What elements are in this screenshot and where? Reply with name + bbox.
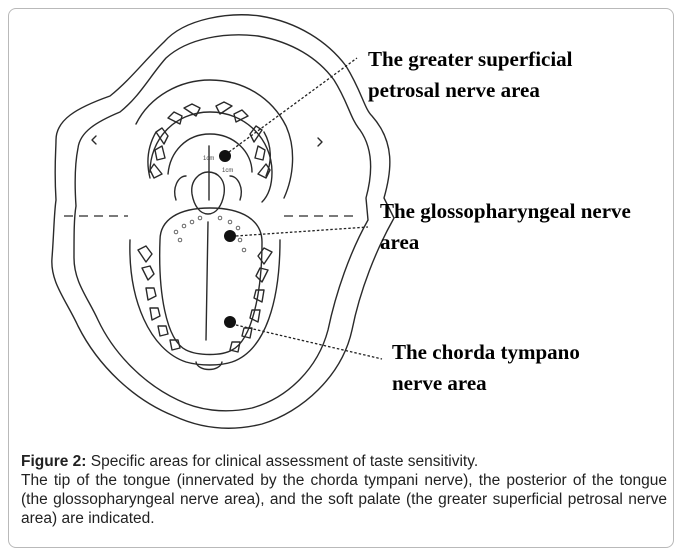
figure-number: Figure 2: bbox=[21, 453, 86, 470]
petrosal-label-line-1: The greater superficial bbox=[368, 44, 573, 75]
glosso-label-line-1: The glossopharyngeal nerve bbox=[380, 196, 631, 227]
measure-label-lower: 1cm bbox=[222, 168, 233, 174]
chorda-nerve-label: The chorda tympano nerve area bbox=[392, 337, 580, 399]
throat-arches bbox=[175, 176, 242, 200]
tongue-midline bbox=[206, 222, 208, 340]
glossopharyngeal-marker-dot bbox=[224, 230, 236, 242]
papilla-dot bbox=[190, 220, 194, 224]
chorda-label-line-1: The chorda tympano bbox=[392, 337, 580, 368]
papilla-dot bbox=[238, 238, 242, 242]
lower-lip bbox=[196, 362, 222, 370]
cheek-marker-left bbox=[92, 136, 96, 144]
papilla-dot bbox=[178, 238, 182, 242]
glossopharyngeal-leader-line bbox=[236, 227, 368, 236]
figure-caption: Figure 2: Specific areas for clinical as… bbox=[21, 452, 667, 528]
petrosal-leader-line bbox=[229, 58, 357, 152]
measure-label-upper: 1cm bbox=[203, 156, 214, 162]
cheek-marker-right bbox=[318, 138, 322, 146]
papilla-dot bbox=[198, 216, 202, 220]
chorda-label-line-2: nerve area bbox=[392, 368, 580, 399]
papilla-dot bbox=[228, 220, 232, 224]
face-inner-outline bbox=[74, 35, 371, 411]
lower-arch bbox=[130, 240, 280, 365]
papilla-dot bbox=[182, 224, 186, 228]
papilla-dot bbox=[174, 230, 178, 234]
papilla-dot bbox=[218, 216, 222, 220]
chorda-marker-dot bbox=[224, 316, 236, 328]
petrosal-nerve-label: The greater superficial petrosal nerve a… bbox=[368, 44, 573, 106]
face-outer-outline bbox=[52, 15, 394, 428]
caption-title: Specific areas for clinical assessment o… bbox=[86, 453, 478, 470]
papilla-dot bbox=[236, 226, 240, 230]
lower-teeth-right bbox=[230, 248, 272, 352]
petrosal-label-line-2: petrosal nerve area bbox=[368, 75, 573, 106]
glosso-label-line-2: area bbox=[380, 227, 631, 258]
caption-title-line: Figure 2: Specific areas for clinical as… bbox=[21, 452, 667, 471]
lower-teeth-left bbox=[138, 246, 180, 350]
caption-body: The tip of the tongue (innervated by the… bbox=[21, 471, 667, 528]
upper-teeth-left bbox=[148, 104, 200, 178]
glossopharyngeal-nerve-label: The glossopharyngeal nerve area bbox=[380, 196, 631, 258]
palate-inner bbox=[168, 134, 252, 174]
papilla-dot bbox=[242, 248, 246, 252]
